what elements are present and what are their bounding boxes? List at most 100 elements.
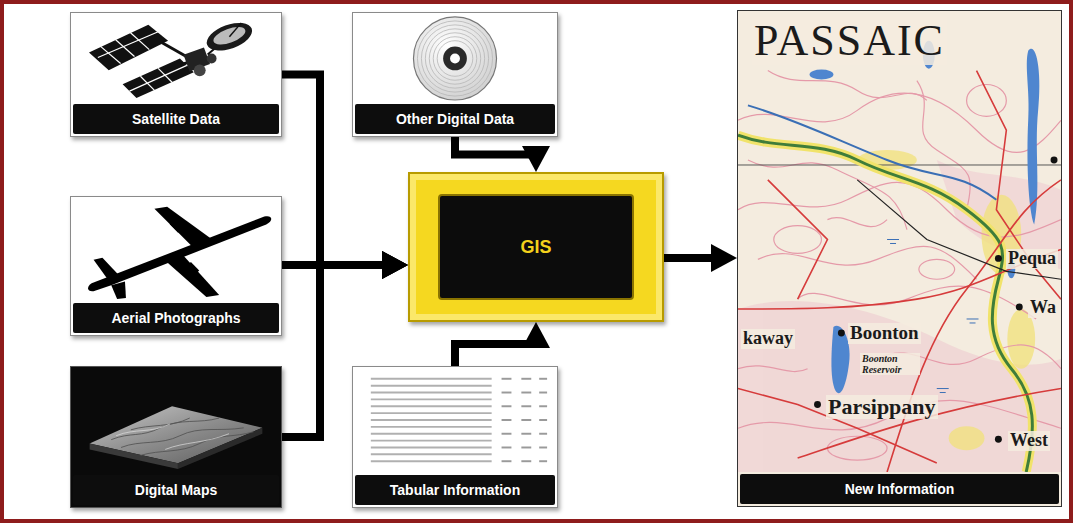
- art-shape: [539, 460, 547, 462]
- art-shape: [371, 398, 492, 400]
- box-label: Aerial Photographs: [111, 310, 240, 326]
- label-bar: Aerial Photographs: [73, 303, 279, 333]
- art-shape: [164, 254, 219, 297]
- arrow-head: [522, 322, 550, 348]
- art-shape: [371, 379, 492, 461]
- art-shape: [229, 23, 241, 37]
- art-shape: [502, 378, 512, 380]
- art-shape: [371, 440, 492, 442]
- box-label: Satellite Data: [132, 111, 220, 127]
- art-shape: [371, 433, 492, 435]
- airplane-icon: [71, 197, 281, 301]
- flow-arrow: [455, 137, 550, 172]
- art-shape: [1007, 309, 1035, 369]
- art-shape: [539, 405, 547, 407]
- art-shape: [814, 401, 821, 408]
- arrow-head: [522, 146, 550, 172]
- art-shape: [521, 392, 531, 394]
- art-shape: [421, 25, 488, 92]
- art-shape: [502, 405, 512, 407]
- art-shape: [738, 71, 1061, 472]
- art-shape: [774, 226, 822, 254]
- art-shape: [111, 418, 253, 455]
- art-shape: [371, 453, 492, 455]
- source-box: Aerial Photographs: [70, 196, 282, 336]
- flow-arrow: [664, 244, 737, 272]
- art-shape: [413, 17, 496, 100]
- art-shape: [211, 23, 247, 48]
- art-shape: [521, 460, 531, 462]
- art-shape: [433, 37, 477, 81]
- art-shape: [98, 32, 158, 58]
- art-shape: [165, 434, 229, 450]
- art-shape: [1016, 304, 1023, 311]
- art-shape: [995, 255, 1002, 262]
- art-shape: [521, 433, 531, 435]
- label-bar: Digital Maps: [73, 475, 279, 505]
- art-shape: [810, 41, 1040, 393]
- box-label: Tabular Information: [390, 482, 520, 498]
- box-label: New Information: [845, 481, 955, 497]
- art-shape: [521, 378, 531, 380]
- art-shape: [187, 262, 199, 274]
- art-shape: [123, 58, 194, 98]
- art-shape: [738, 301, 1061, 472]
- art-shape: [502, 392, 512, 394]
- output-map: New InformationPASSAICPequaWakawayBoonto…: [737, 10, 1062, 507]
- art-shape: [738, 389, 937, 464]
- art-shape: [417, 21, 492, 96]
- art-shape: [437, 41, 473, 77]
- art-shape: [94, 258, 121, 282]
- art-shape: [827, 436, 887, 460]
- art-shape: [111, 281, 126, 299]
- map-place-name: Parsippany: [826, 395, 938, 419]
- art-shape: [130, 65, 187, 91]
- art-shape: [949, 426, 985, 450]
- art-shape: [371, 405, 492, 407]
- art-shape: [371, 426, 492, 428]
- art-shape: [502, 433, 512, 435]
- satellite-icon: [71, 13, 281, 102]
- art-shape: [937, 388, 949, 389]
- art-shape: [371, 460, 492, 462]
- art-shape: [919, 259, 955, 279]
- art-shape: [88, 216, 271, 291]
- table-icon: [353, 367, 557, 473]
- art-shape: [940, 392, 946, 393]
- art-shape: [738, 366, 808, 372]
- art-shape: [768, 180, 828, 299]
- art-shape: [539, 419, 547, 421]
- map-place-name: Wa: [1028, 298, 1058, 318]
- art-shape: [429, 33, 480, 84]
- arrow-head: [382, 251, 408, 279]
- source-box: Other Digital Data: [352, 12, 558, 137]
- art-shape: [838, 329, 845, 336]
- flow-line: [664, 254, 713, 262]
- art-shape: [768, 71, 927, 101]
- arrow-head: [382, 251, 408, 279]
- art-shape: [798, 389, 1061, 459]
- art-shape: [111, 418, 219, 440]
- art-shape: [203, 17, 256, 56]
- art-shape: [502, 419, 512, 421]
- disc-icon: [353, 13, 557, 102]
- source-box: Digital Maps: [70, 366, 282, 508]
- art-shape: [738, 160, 1061, 472]
- art-shape: [371, 446, 492, 448]
- source-box: Satellite Data: [70, 12, 282, 137]
- art-shape: [502, 446, 512, 448]
- art-shape: [130, 65, 187, 91]
- box-label: Digital Maps: [135, 482, 217, 498]
- art-shape: [1051, 157, 1058, 164]
- art-shape: [131, 33, 150, 50]
- art-shape: [521, 405, 531, 407]
- label-bar: New Information: [740, 474, 1059, 504]
- art-shape: [831, 326, 849, 393]
- arrow-head: [711, 244, 737, 272]
- art-shape: [89, 25, 168, 70]
- flow-arrow: [455, 322, 550, 366]
- map-place-name: kaway: [741, 329, 795, 349]
- art-shape: [371, 378, 492, 380]
- art-shape: [141, 432, 254, 456]
